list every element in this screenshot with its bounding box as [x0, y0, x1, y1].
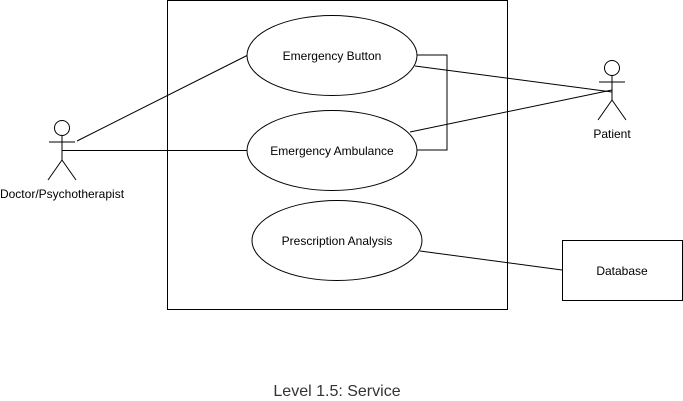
actor-patient[interactable]: Patient	[593, 60, 631, 142]
actor-patient-label: Patient	[593, 127, 631, 141]
use-case-emergency-ambulance-label: Emergency Ambulance	[270, 144, 394, 158]
emergency-button-to-patient-line	[414, 65, 613, 93]
use-case-prescription-analysis-label: Prescription Analysis	[282, 234, 393, 248]
actor-doctor[interactable]: Doctor/Psychotherapist	[0, 120, 125, 202]
use-case-emergency-button[interactable]: Emergency Button	[246, 15, 418, 96]
use-case-emergency-button-label: Emergency Button	[283, 49, 382, 63]
database-box[interactable]: Database	[562, 240, 683, 301]
emergency-ambulance-to-patient-line	[409, 89, 613, 133]
bracket-emergency-button-ambulance	[417, 54, 448, 151]
database-label: Database	[596, 264, 648, 278]
patient-stick-figure-icon	[597, 60, 627, 121]
actor-doctor-label: Doctor/Psychotherapist	[0, 187, 125, 201]
connectors	[62, 54, 613, 271]
doctor-stick-figure-icon	[47, 120, 77, 181]
diagram-caption: Level 1.5: Service	[273, 383, 400, 400]
prescription-to-database-line	[419, 250, 563, 271]
use-case-emergency-ambulance[interactable]: Emergency Ambulance	[246, 110, 418, 191]
doctor-to-emergency-button-line	[76, 54, 249, 142]
use-case-prescription-analysis[interactable]: Prescription Analysis	[251, 200, 423, 281]
